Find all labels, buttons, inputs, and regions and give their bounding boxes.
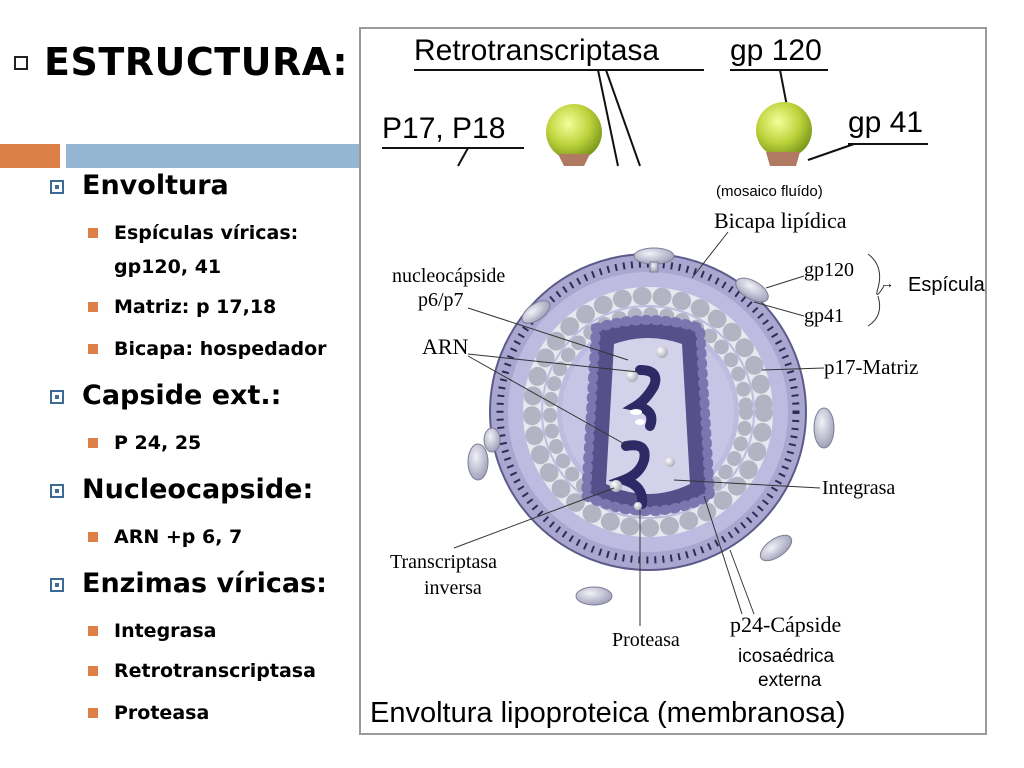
accent-bar-orange [0,144,60,168]
diagram-caption: Envoltura lipoproteica (membranosa) [370,697,846,729]
outline-subitem-text: Integrasa [114,620,217,642]
accent-bar-blue [66,144,366,168]
square-bullet-icon [88,438,98,448]
spike-ball-left-icon [546,104,602,160]
square-bullet-icon [88,532,98,542]
outline-heading: Envoltura [82,170,229,201]
outline-heading: Nucleocapside: [82,474,314,505]
label-espicula: Espícula [908,274,986,296]
label-gp120: gp120 [804,259,854,281]
label-p24capside: p24-Cápside [730,612,841,637]
virion [467,247,835,606]
outline-subitem-text: P 24, 25 [114,432,202,454]
label-nucleocapside: nucleocápside [392,265,505,287]
label-externa: externa [758,670,822,691]
square-bullet-icon [88,228,98,238]
label-bicapa: Bicapa lipídica [714,208,847,233]
square-bullet-icon [88,302,98,312]
square-bullet-icon [50,484,64,498]
diagram-labels: (mosaico fluído) Bicapa lipídica gp120 g… [390,183,986,691]
label-arn: ARN [422,334,469,359]
outline-subitem-text: Proteasa [114,702,210,724]
title-bullet-icon [14,56,28,70]
label-proteasa: Proteasa [612,629,680,651]
label-integrasa: Integrasa [822,477,895,499]
label-p6p7: p6/p7 [418,289,464,311]
outline-subitem-text: gp120, 41 [114,256,222,278]
label-gp120-top: gp 120 [730,34,822,67]
arrow-icon: → [880,277,894,292]
label-transcriptasa: Transcriptasa [390,551,497,573]
outline-heading: Capside ext.: [82,380,282,411]
label-icosaedrica: icosaédrica [738,646,835,667]
outline-subitem-text: Bicapa: hospedador [114,338,327,360]
square-bullet-icon [88,344,98,354]
outline-heading: Enzimas víricas: [82,568,327,599]
outline-subitem-text: Retrotranscriptasa [114,660,316,682]
rna-strand-2 [608,440,650,509]
label-p17p18-top: P17, P18 [382,112,505,145]
outline-subitem-text: Espículas víricas: [114,222,299,244]
hiv-structure-diagram: Retrotranscriptasa gp 120 P17, P18 gp 41 [359,27,987,735]
square-bullet-icon [88,666,98,676]
square-bullet-icon [50,180,64,194]
envelope-spikes [467,247,835,606]
slide-title: ESTRUCTURA: [44,40,349,84]
square-bullet-icon [50,578,64,592]
rna-strand-1 [622,365,661,431]
square-bullet-icon [88,708,98,718]
outline-subitem-text: ARN +p 6, 7 [114,526,243,548]
label-retrotranscriptasa-top: Retrotranscriptasa [414,34,659,67]
outline-subitem-text: Matriz: p 17,18 [114,296,277,318]
label-gp41-top: gp 41 [848,106,923,139]
label-mosaico: (mosaico fluído) [716,183,823,200]
square-bullet-icon [50,390,64,404]
label-inversa: inversa [424,577,482,599]
label-gp41: gp41 [804,305,844,327]
spike-ball-right-icon [756,102,812,158]
top-strip: Retrotranscriptasa gp 120 P17, P18 gp 41 [362,30,984,167]
label-p17matriz: p17-Matriz [824,355,918,379]
square-bullet-icon [88,626,98,636]
